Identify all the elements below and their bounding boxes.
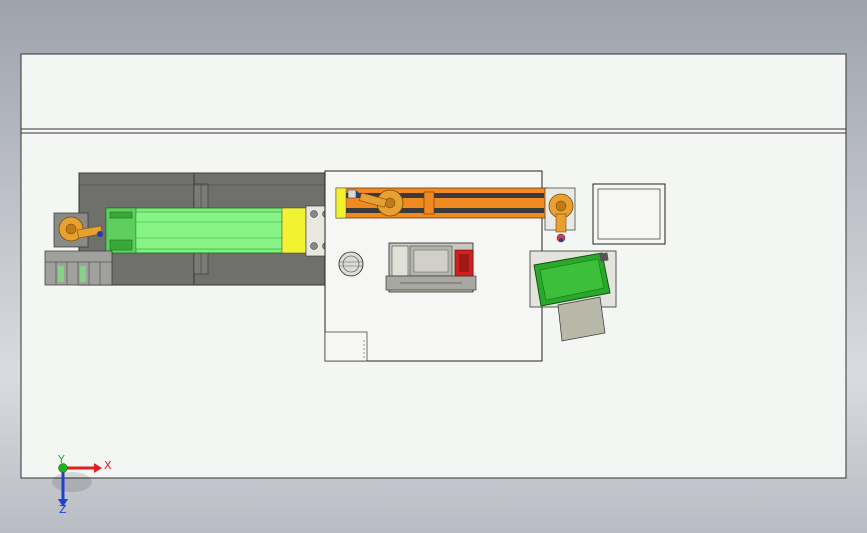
green-conveyor — [105, 207, 307, 254]
green-inspection-machine — [529, 250, 617, 342]
press-machine — [385, 242, 477, 293]
empty-station — [592, 183, 666, 245]
axis-x-label: X — [104, 459, 112, 472]
left-robot — [53, 212, 103, 248]
track-robot — [347, 189, 404, 217]
parts-rack — [44, 250, 113, 286]
coordinate-triad — [52, 463, 102, 507]
round-fixture — [338, 251, 364, 277]
axis-z-label: Z — [59, 503, 67, 516]
axis-y-label: Y — [57, 453, 65, 466]
right-robot — [544, 187, 576, 243]
